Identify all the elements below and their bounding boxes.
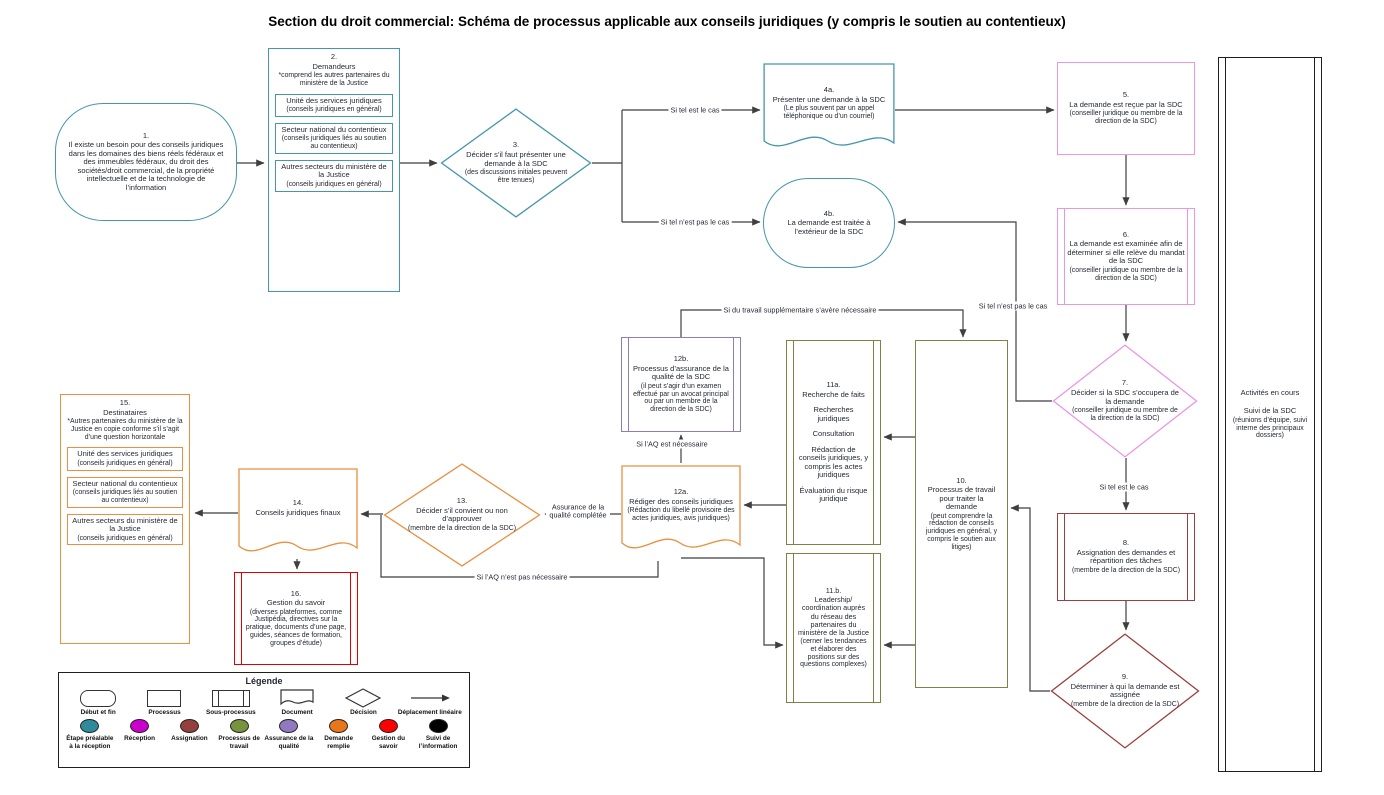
legend-color-request-complete: Demande remplie: [314, 719, 364, 750]
node-10-work-process: 10. Processus de travail pour traiter la…: [915, 340, 1008, 688]
legend-color-row: Étape préalable à la réception Réception…: [65, 719, 463, 750]
magenta-dot-icon: [130, 719, 150, 734]
node-9-decision-assignee: 9. Déterminer à qui la demande est assig…: [1050, 633, 1200, 749]
node-12a-draft-advice: 12a. Rédiger des conseils juridiques (Ré…: [621, 465, 741, 560]
legend-linear-move: Déplacement linéaire: [397, 689, 463, 716]
legend-shape-row: Début et fin Processus Sous-processus Do…: [65, 688, 463, 716]
node-11a-research: 11a. Recherche de faits Recherches jurid…: [786, 340, 881, 545]
purple-dot-icon: [279, 719, 299, 734]
legend-color-knowledge: Gestion du savoir: [364, 719, 414, 750]
node-3-decision: 3. Décider s’il faut présenter une deman…: [440, 108, 592, 218]
subprocess-shape-icon: [211, 689, 250, 707]
node-11b-leadership: 11.b. Leadership/ coordination auprès du…: [786, 553, 881, 703]
diamond-shape: [1050, 633, 1200, 749]
brown-dot-icon: [179, 719, 199, 734]
document-shape: [763, 63, 895, 158]
legend-color-info-tracking: Suivi de l’information: [413, 719, 463, 750]
node-2-child-autres: Autres secteurs du ministère de la Justi…: [275, 159, 393, 192]
node-16-knowledge-management: 16. Gestion du savoir (diverses platefor…: [234, 572, 358, 665]
legend-document: Document: [264, 689, 330, 716]
legend-color-quality-assurance: Assurance de la qualité: [264, 719, 314, 750]
document-shape: [238, 468, 358, 563]
node-14-final-advice: 14. Conseils juridiques finaux: [238, 468, 358, 563]
diagram-title: Section du droit commercial: Schéma de p…: [268, 14, 1066, 29]
node-8-assignment: 8. Assignation des demandes et répartiti…: [1057, 513, 1195, 601]
legend-process: Processus: [131, 689, 197, 716]
decision-shape-icon: [345, 688, 382, 708]
legend-subprocess: Sous-processus: [198, 689, 264, 716]
arrow-icon: [410, 694, 450, 702]
node-5-request-received: 5. La demande est reçue par la SDC (cons…: [1057, 62, 1195, 155]
node-4a-document: 4a. Présenter une demande à la SDC (Le p…: [763, 63, 895, 158]
diamond-shape: [440, 108, 592, 218]
node-15-child-snc: Secteur national du contentieux (conseil…: [67, 476, 183, 508]
document-shape-icon: [280, 689, 314, 706]
panel-ongoing-activities: Activités en cours Suivi de la SDC (réun…: [1218, 57, 1322, 772]
red-dot-icon: [378, 719, 398, 734]
start-end-shape-icon: [80, 689, 117, 707]
process-shape-icon: [147, 689, 182, 707]
node-2-demandeurs: 2. Demandeurs *comprend les autres parte…: [268, 48, 400, 292]
legend-start-end: Début et fin: [65, 689, 131, 716]
node-2-child-snc: Secteur national du contentieux (conseil…: [275, 122, 393, 154]
edge-label-aq-pas-necessaire: Si l’AQ n’est pas nécessaire: [474, 572, 570, 582]
edge-label-travail-supplementaire: Si du travail supplémentaire s’avère néc…: [721, 305, 879, 315]
edge-label-aq-completee: Assurance de la qualité complétée: [546, 503, 610, 521]
node-15-destinataires: 15. Destinataires *Autres partenaires du…: [60, 394, 190, 644]
node-6-mandate-review: 6. La demande est examinée afin de déter…: [1057, 208, 1195, 305]
diamond-shape: [1052, 344, 1198, 458]
edge-label-aq-necessaire: Si l’AQ est nécessaire: [634, 439, 710, 449]
node-2-child-usj: Unité des services juridiques (conseils …: [275, 93, 393, 117]
node-15-child-autres: Autres secteurs du ministère de la Justi…: [67, 513, 183, 546]
legend-decision: Décision: [330, 688, 396, 716]
node-15-child-usj: Unité des services juridiques (conseils …: [67, 447, 183, 471]
teal-dot-icon: [80, 719, 100, 734]
edge-label-si-tel-est-le-cas-1: Si tel est le cas: [668, 105, 722, 115]
legend-color-pre-reception: Étape préalable à la réception: [65, 719, 115, 750]
legend-color-reception: Réception: [115, 719, 165, 742]
node-7-decision-handle: 7. Décider si la SDC s’occupera de la de…: [1052, 344, 1198, 458]
olive-dot-icon: [229, 719, 249, 734]
legend-title: Légende: [245, 676, 283, 686]
legend-color-assignation: Assignation: [165, 719, 215, 742]
edge-label-si-tel-nest-pas-le-cas-2: Si tel n’est pas le cas: [976, 301, 1050, 311]
legend: Légende Début et fin Processus Sous-proc…: [58, 672, 470, 768]
node-12b-quality-assurance: 12b. Processus d’assurance de la qualité…: [621, 337, 741, 432]
black-dot-icon: [428, 719, 448, 734]
node-4b-outside-sdc: 4b. La demande est traitée à l’extérieur…: [763, 178, 895, 268]
orange-dot-icon: [329, 719, 349, 734]
legend-color-work-process: Processus de travail: [214, 719, 264, 750]
node-13-decision-approve: 13. Décider s’il convient ou non d’appro…: [383, 463, 541, 567]
node-1-start: 1. Il existe un besoin pour des conseils…: [55, 103, 237, 221]
edge-label-si-tel-est-le-cas-2: Si tel est le cas: [1097, 482, 1151, 492]
edge-label-si-tel-nest-pas-le-cas-1: Si tel n’est pas le cas: [658, 217, 732, 227]
